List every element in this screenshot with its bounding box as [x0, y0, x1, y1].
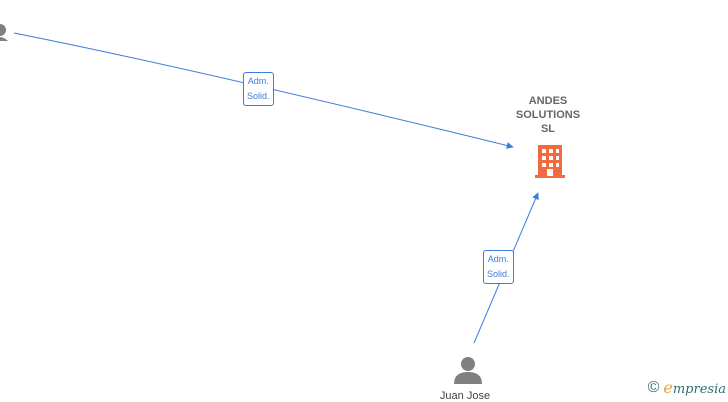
copyright-symbol: ©: [647, 378, 660, 396]
edge-topleft-to-company[interactable]: [13, 32, 514, 149]
watermark: © empresia: [648, 378, 726, 397]
person-icon[interactable]: [454, 357, 482, 384]
building-icon[interactable]: [535, 145, 565, 178]
person-name[interactable]: Juan Jose: [439, 390, 491, 402]
company-name[interactable]: ANDES SOLUTIONS SL: [515, 95, 581, 135]
edge-label-topleft[interactable]: Adm. Solid.: [243, 72, 274, 106]
edge-label-bottom[interactable]: Adm. Solid.: [483, 250, 514, 284]
brand-logo: empresia: [663, 378, 726, 397]
person-icon[interactable]: [0, 24, 8, 41]
